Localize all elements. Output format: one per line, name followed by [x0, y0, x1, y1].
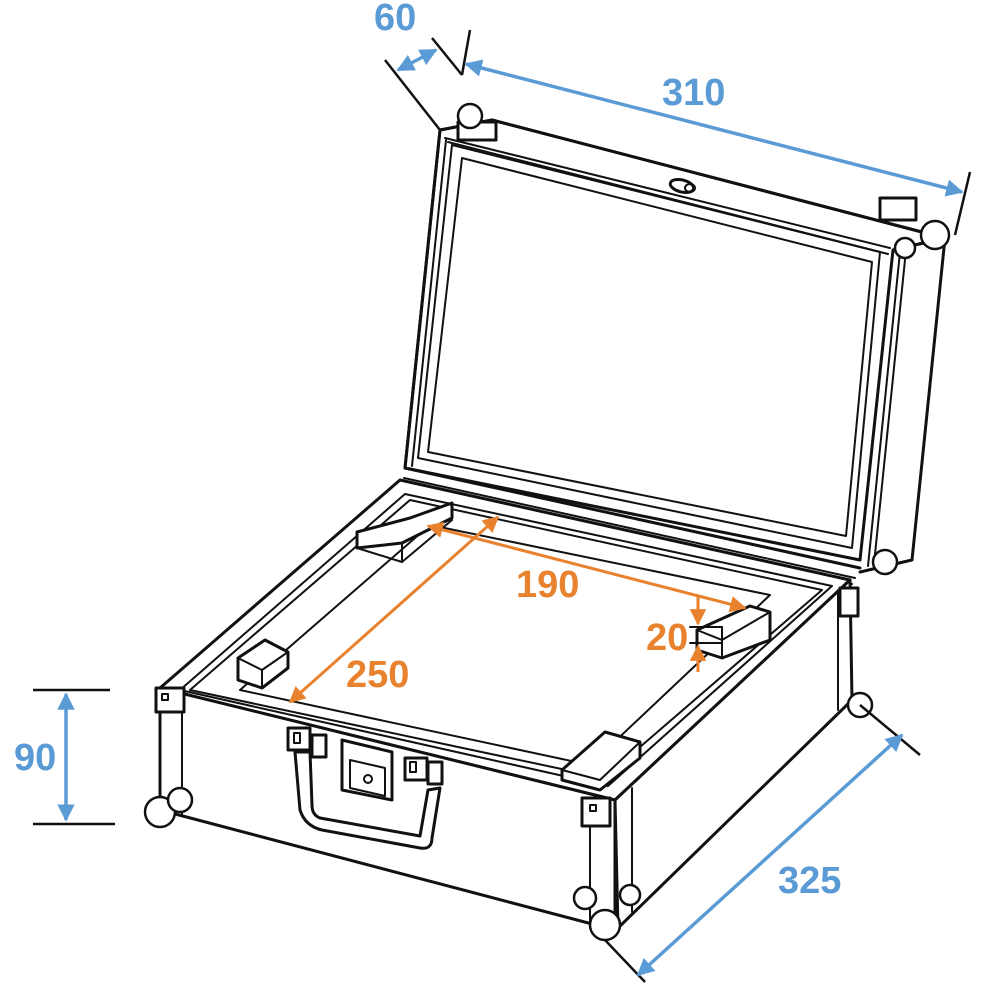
carry-handle: [293, 750, 442, 850]
front-hardware: [286, 726, 444, 850]
dimension-90: 90: [14, 688, 115, 826]
dimension-310: 310: [464, 59, 972, 236]
ball-corner-lid-back-left: [456, 102, 484, 130]
dimension-60: 60: [374, 0, 472, 131]
dim-label-90: 90: [14, 737, 56, 779]
dim-label-20: 20: [646, 617, 688, 659]
butterfly-latch-left: [286, 726, 328, 759]
dim-label-190: 190: [516, 564, 579, 606]
butterfly-latch-right: [403, 756, 444, 786]
center-lock: [340, 738, 394, 802]
dimension-250: 250: [288, 515, 500, 704]
dim-label-310: 310: [662, 72, 725, 114]
foam-block-front-left: [236, 638, 290, 690]
dimension-20: 20: [646, 596, 723, 672]
ball-corners: [143, 102, 951, 942]
dim-label-250: 250: [346, 654, 409, 696]
ball-corner-hinge-right: [871, 548, 899, 576]
dimension-325: 325: [604, 704, 921, 983]
ball-corner-lid-back-right: [919, 219, 951, 251]
dim-label-325: 325: [778, 860, 841, 902]
dim-label-60: 60: [374, 0, 416, 39]
ball-corner-front-right: [588, 908, 622, 942]
